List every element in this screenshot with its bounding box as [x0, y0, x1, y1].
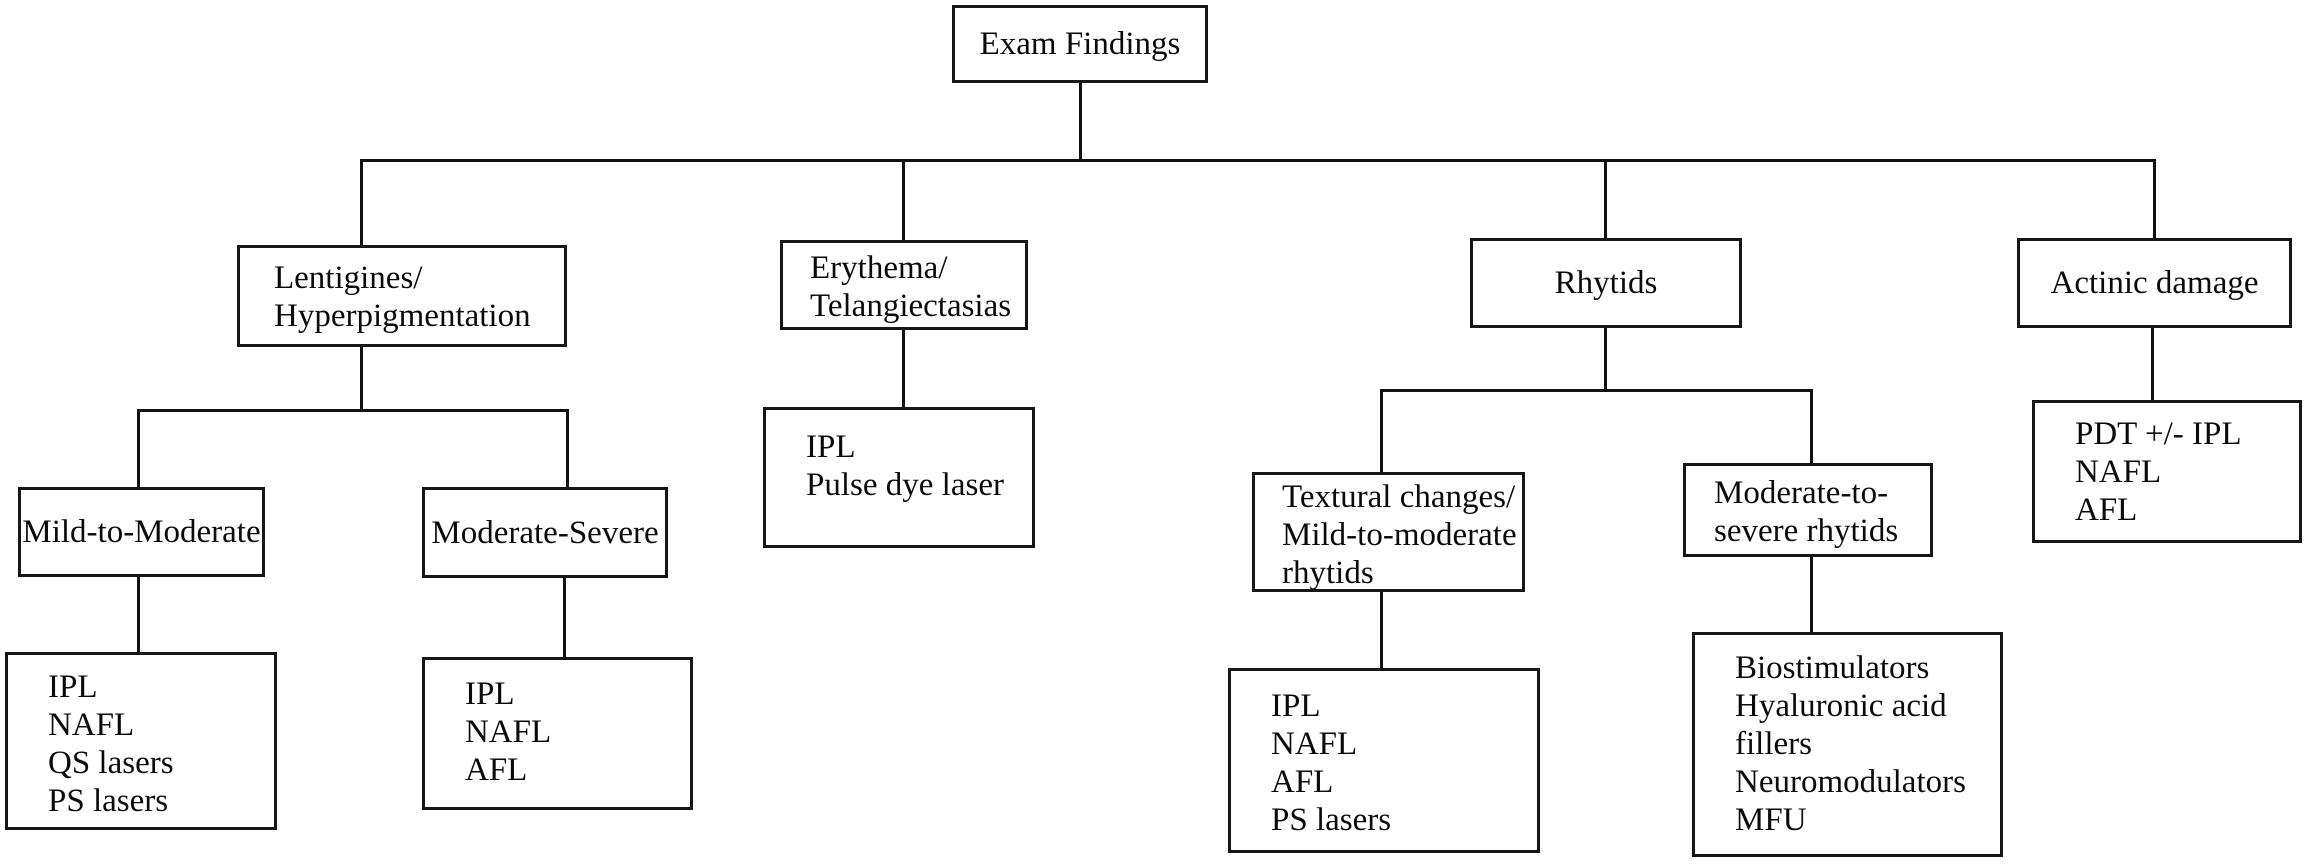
node-exam-findings: Exam Findings — [952, 5, 1208, 83]
node-treatments-mod-severe-rhytids: Biostimulators Hyaluronic acid fillers N… — [1692, 632, 2003, 857]
node-treatments-textural: IPL NAFL AFL PS lasers — [1228, 668, 1540, 853]
connector-moderate-severe-leaf — [563, 578, 566, 659]
node-mild-to-moderate-label: Mild-to-Moderate — [22, 514, 261, 550]
treatments-mild-moderate-label: IPL NAFL QS lasers PS lasers — [48, 669, 174, 819]
node-textural-changes-label: Textural changes/ Mild-to-moderate rhyti… — [1282, 479, 1517, 591]
connector-drop-rhytids — [1604, 159, 1607, 240]
connector-drop-actinic — [2153, 159, 2156, 240]
node-treatments-moderate-severe: IPL NAFL AFL — [422, 657, 693, 810]
connector-actinic-leaf — [2151, 328, 2154, 402]
connector-drop-mild-moderate — [137, 409, 140, 489]
connector-lentigines-stem — [360, 347, 363, 412]
node-rhytids: Rhytids — [1470, 238, 1742, 328]
connector-drop-lentigines — [360, 159, 363, 247]
node-mild-to-moderate: Mild-to-Moderate — [18, 487, 265, 577]
node-moderate-to-severe-rhytids: Moderate-to- severe rhytids — [1683, 463, 1933, 557]
connector-drop-moderate-severe — [566, 409, 569, 489]
connector-drop-mod-severe-rhytids — [1810, 389, 1813, 465]
node-treatments-mild-moderate: IPL NAFL QS lasers PS lasers — [5, 652, 277, 830]
node-erythema-label: Erythema/ Telangiectasias — [810, 250, 1012, 324]
treatments-erythema-label: IPL Pulse dye laser — [806, 429, 1004, 503]
node-treatments-actinic: PDT +/- IPL NAFL AFL — [2032, 400, 2302, 543]
connector-erythema-leaf — [902, 330, 905, 409]
node-treatments-erythema: IPL Pulse dye laser — [763, 407, 1035, 548]
connector-root-stem — [1079, 83, 1082, 160]
node-lentigines-label: Lentigines/ Hyperpigmentation — [274, 260, 531, 334]
connector-textural-leaf — [1380, 592, 1383, 670]
node-rhytids-label: Rhytids — [1554, 265, 1658, 301]
connector-mild-moderate-leaf — [137, 577, 140, 654]
treatments-mod-severe-rhytids-label: Biostimulators Hyaluronic acid fillers N… — [1735, 650, 1966, 838]
node-actinic-damage: Actinic damage — [2017, 238, 2292, 328]
connector-mod-severe-rhytids-leaf — [1810, 557, 1813, 634]
treatments-moderate-severe-label: IPL NAFL AFL — [465, 676, 552, 788]
node-lentigines-hyperpigmentation: Lentigines/ Hyperpigmentation — [237, 245, 567, 347]
node-erythema-telangiectasias: Erythema/ Telangiectasias — [780, 240, 1028, 330]
node-moderate-severe: Moderate-Severe — [422, 487, 668, 578]
connector-drop-erythema — [902, 159, 905, 242]
connector-rhytids-stem — [1604, 328, 1607, 392]
connector-rhytids-bus — [1380, 389, 1813, 392]
node-exam-findings-label: Exam Findings — [979, 26, 1181, 62]
connector-lentigines-bus — [137, 409, 569, 412]
treatments-textural-label: IPL NAFL AFL PS lasers — [1271, 688, 1392, 838]
connector-drop-textural — [1380, 389, 1383, 474]
connector-level1-bus — [360, 159, 2156, 162]
node-moderate-severe-label: Moderate-Severe — [431, 514, 659, 551]
node-actinic-label: Actinic damage — [2050, 265, 2259, 301]
treatments-actinic-label: PDT +/- IPL NAFL AFL — [2075, 416, 2242, 528]
node-textural-changes: Textural changes/ Mild-to-moderate rhyti… — [1252, 472, 1525, 592]
node-moderate-to-severe-rhytids-label: Moderate-to- severe rhytids — [1714, 475, 1899, 549]
